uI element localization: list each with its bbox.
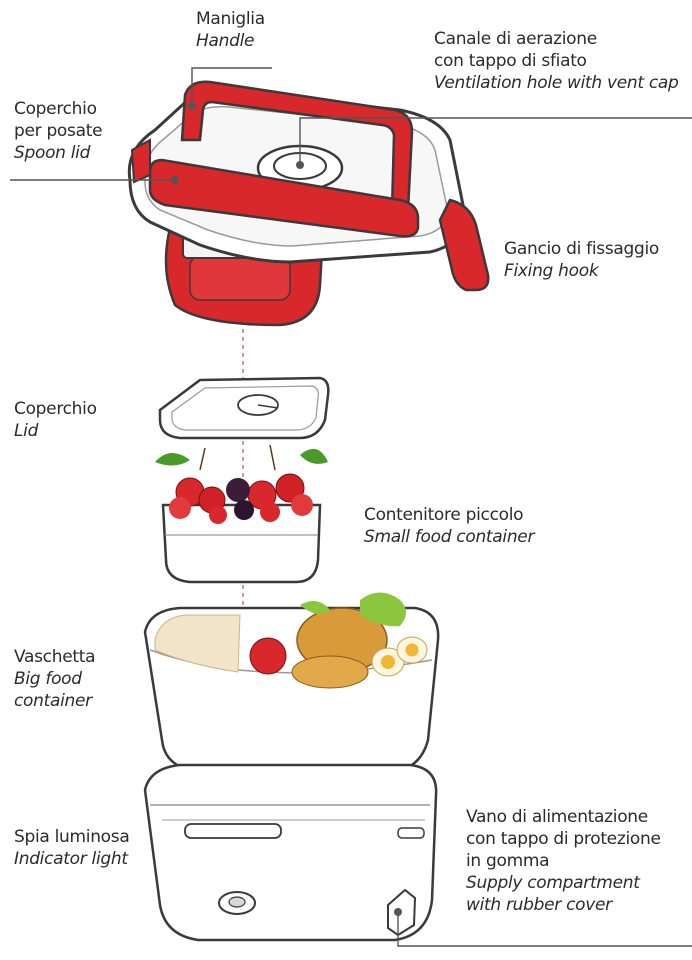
- label-spoon-lid-en: Spoon lid: [14, 143, 91, 163]
- label-spoon-lid-it-1: Coperchio: [14, 99, 97, 119]
- spoon-lid: [148, 158, 420, 238]
- label-lid-it: Coperchio: [14, 399, 97, 419]
- label-lid: Coperchio Lid: [14, 398, 97, 442]
- label-fixing-hook: Gancio di fissaggio Fixing hook: [504, 238, 659, 282]
- label-supply-it-2: con tappo di protezione: [466, 829, 661, 849]
- label-spoon-lid-it-2: per posate: [14, 121, 103, 141]
- label-big-container-en-2: container: [14, 691, 92, 711]
- label-supply-it-3: in gomma: [466, 851, 550, 871]
- label-big-container-en-1: Big food: [14, 669, 82, 689]
- leader-supply: [397, 912, 692, 947]
- label-handle-it: Maniglia: [196, 9, 265, 29]
- label-supply-en-1: Supply compartment: [466, 873, 640, 893]
- label-fixing-hook-it: Gancio di fissaggio: [504, 239, 660, 259]
- label-small-container: Contenitore piccolo Small food container: [364, 504, 534, 548]
- heating-base: [143, 763, 438, 942]
- small-lid: [158, 376, 330, 440]
- label-lid-en: Lid: [14, 421, 39, 441]
- top-lid-assembly: [127, 80, 490, 327]
- label-supply-it-1: Vano di alimentazione: [466, 807, 648, 827]
- label-handle-en: Handle: [196, 31, 255, 51]
- label-vent-it-1: Canale di aerazione: [434, 29, 597, 49]
- label-vent-it-2: con tappo di sfiato: [434, 51, 587, 71]
- label-small-container-en: Small food container: [364, 527, 535, 547]
- small-food-container: [155, 444, 328, 584]
- label-small-container-it: Contenitore piccolo: [364, 505, 524, 525]
- fixing-hook-right: [438, 198, 490, 292]
- label-spoon-lid: Coperchio per posate Spoon lid: [14, 98, 103, 164]
- label-indicator: Spia luminosa Indicator light: [14, 826, 130, 870]
- label-indicator-en: Indicator light: [14, 849, 128, 869]
- fixing-hook-left: [130, 138, 151, 184]
- label-vent: Canale di aerazione con tappo di sfiato …: [434, 28, 679, 94]
- label-supply: Vano di alimentazione con tappo di prote…: [466, 806, 661, 916]
- leader-lines: [10, 67, 692, 947]
- label-big-container-it: Vaschetta: [14, 647, 96, 667]
- label-fixing-hook-en: Fixing hook: [504, 261, 599, 281]
- label-vent-en: Ventilation hole with vent cap: [434, 73, 679, 93]
- label-supply-en-2: with rubber cover: [466, 895, 612, 915]
- leader-vent: [299, 117, 692, 165]
- leader-handle: [191, 67, 272, 106]
- label-handle: Maniglia Handle: [196, 8, 265, 52]
- label-big-container: Vaschetta Big food container: [14, 646, 96, 712]
- big-food-container: [143, 592, 440, 774]
- label-indicator-it: Spia luminosa: [14, 827, 130, 847]
